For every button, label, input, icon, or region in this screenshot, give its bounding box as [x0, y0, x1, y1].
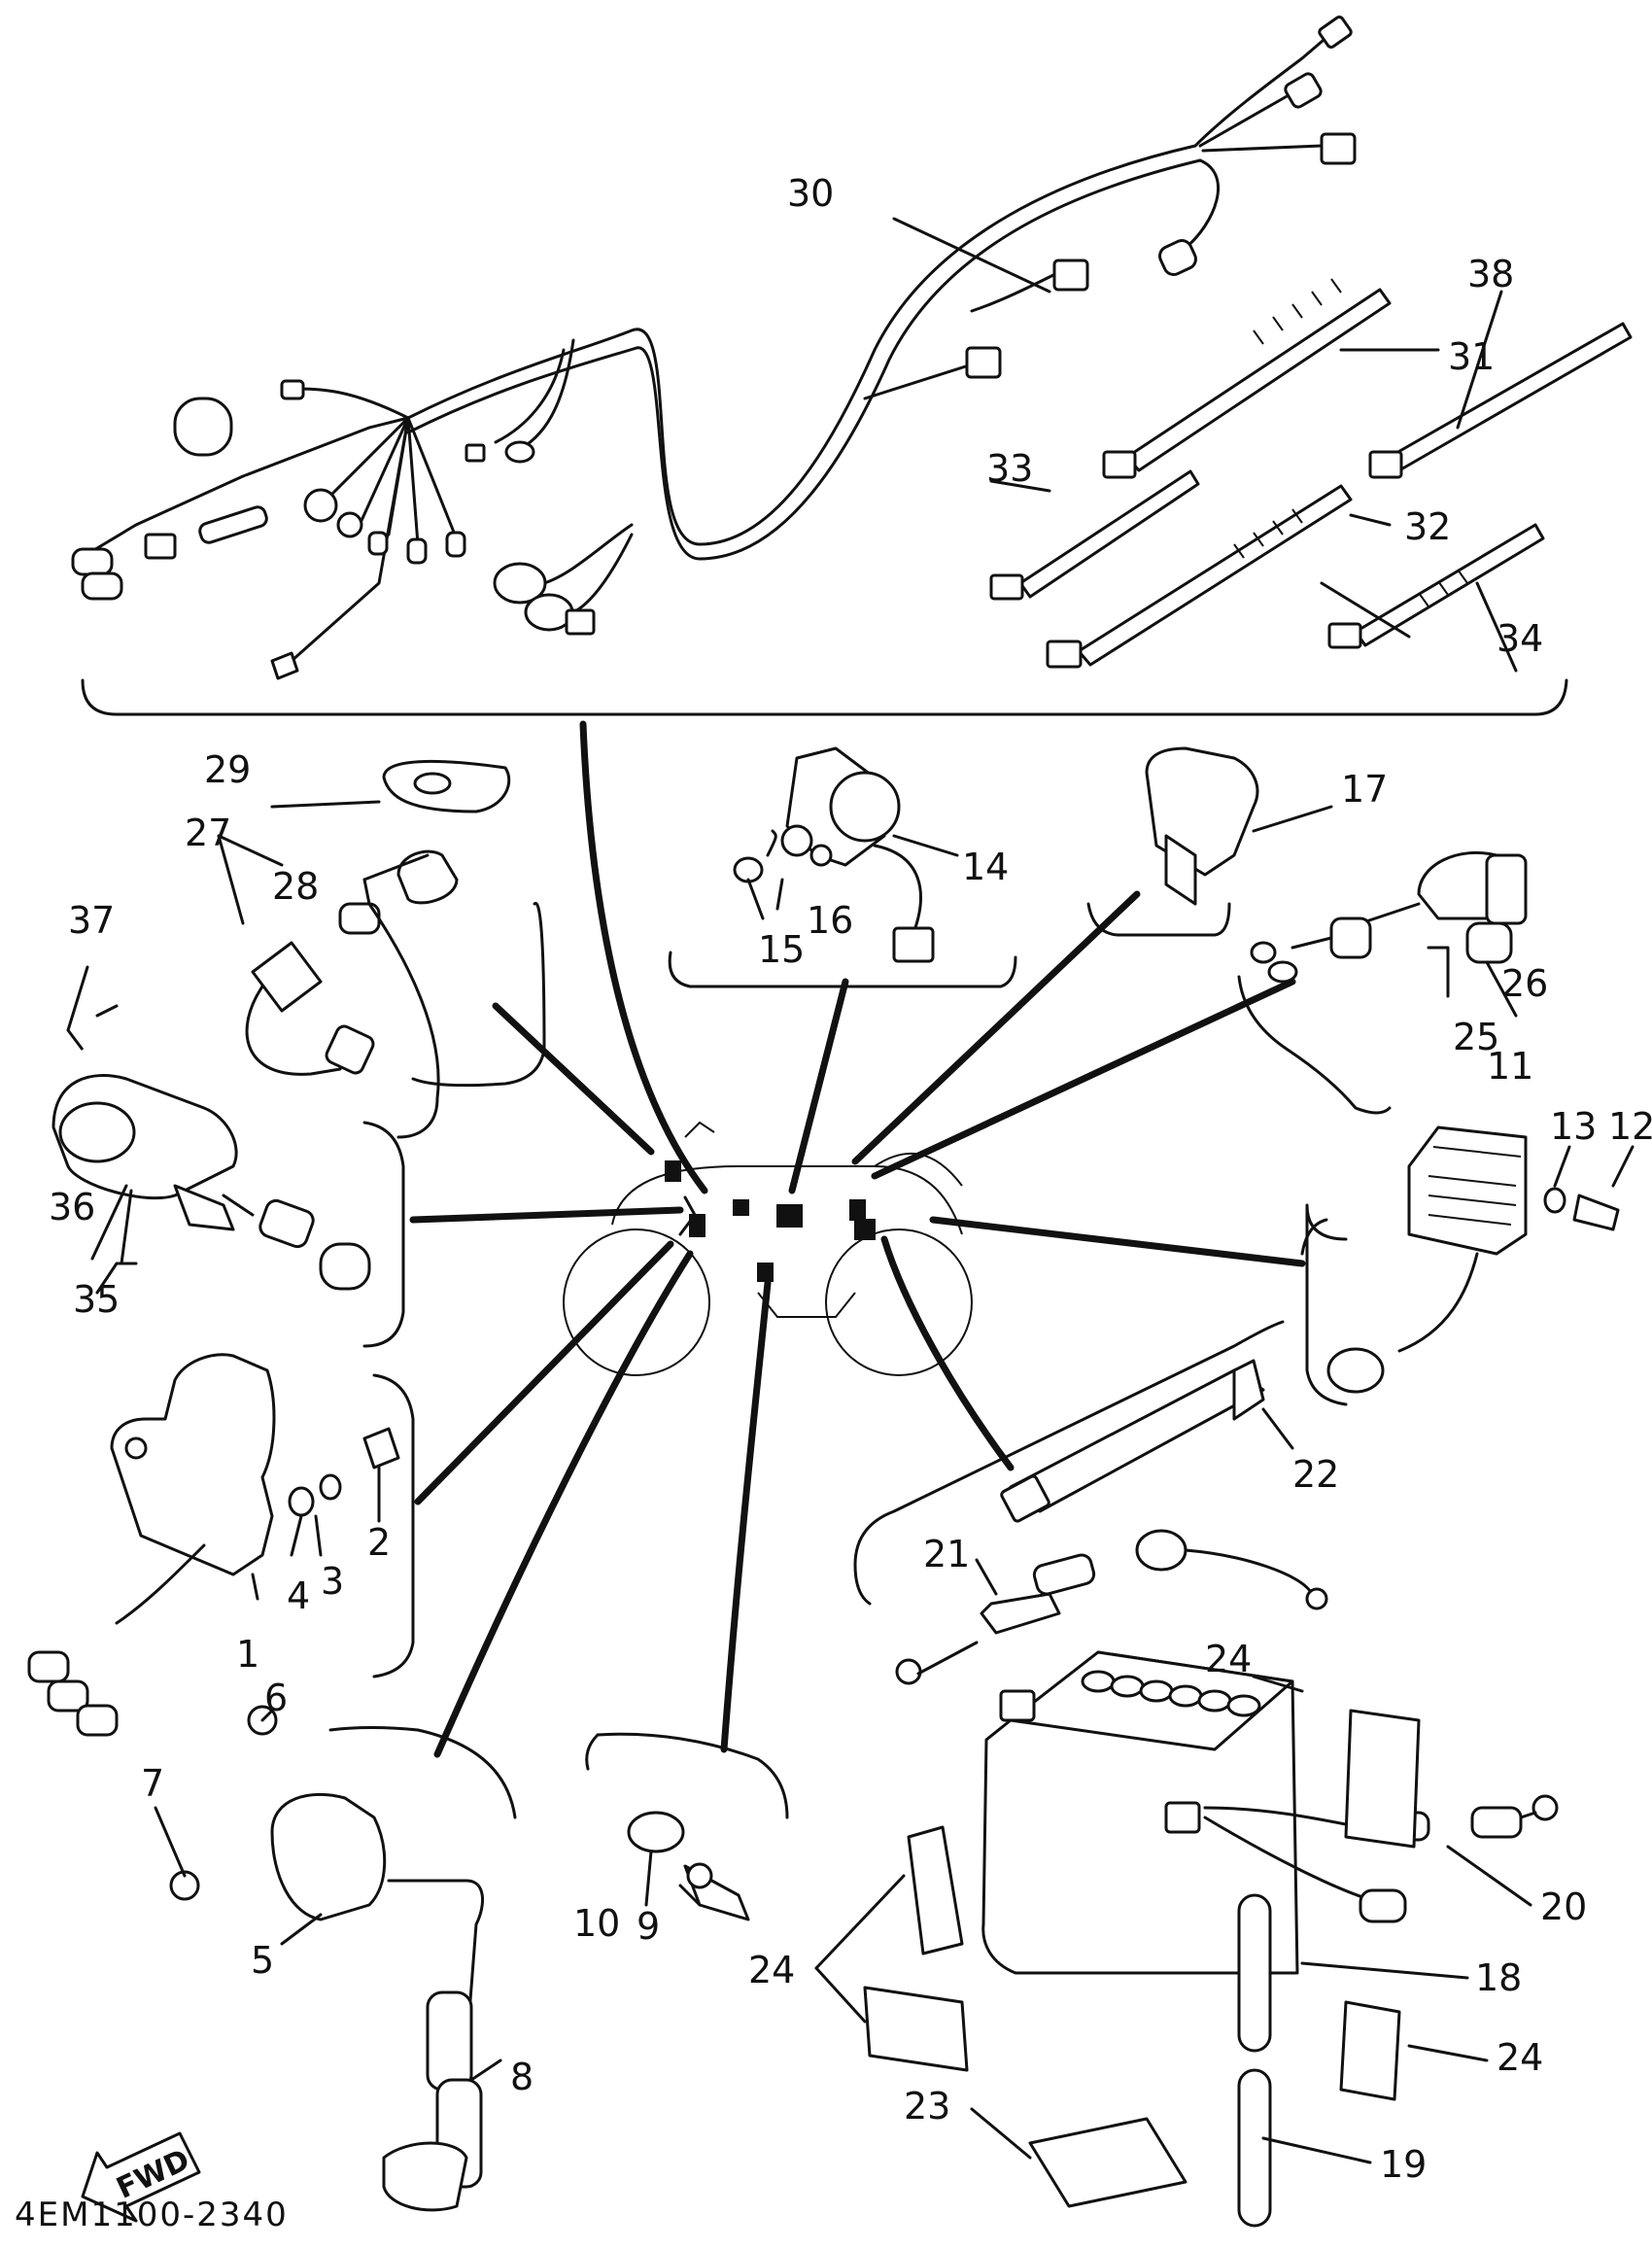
callout-13: 13 [1550, 1105, 1597, 1148]
part-group-14-16 [733, 746, 935, 963]
part-group-17 [1145, 746, 1259, 906]
braces [328, 901, 1392, 1819]
callout-3: 3 [321, 1560, 344, 1603]
part-group-5-8 [169, 1705, 485, 2212]
callout-37: 37 [68, 899, 115, 942]
part-group-35-37 [52, 1004, 371, 1291]
callout-27: 27 [185, 812, 231, 854]
part-group-battery [863, 1359, 1559, 2228]
callout-29: 29 [204, 748, 251, 791]
atv-outline [563, 1121, 973, 1376]
callout-9: 9 [637, 1905, 660, 1948]
part-group-1-4 [27, 1353, 400, 1737]
callout-10: 10 [573, 1902, 620, 1945]
callout-23: 23 [904, 2085, 950, 2128]
callout-20: 20 [1540, 1886, 1587, 1928]
callout-34: 34 [1497, 617, 1543, 660]
callout-26: 26 [1501, 962, 1548, 1005]
callout-21: 21 [923, 1533, 970, 1575]
wire-harness [71, 16, 1357, 680]
callout-19: 19 [1380, 2143, 1427, 2186]
callout-38: 38 [1467, 253, 1514, 295]
callout-30: 30 [787, 172, 834, 215]
callout-33: 33 [986, 447, 1033, 490]
callout-31: 31 [1448, 335, 1495, 378]
callout-6: 6 [264, 1677, 288, 1719]
callout-16: 16 [807, 899, 853, 942]
callout-25: 25 [1453, 1016, 1499, 1058]
callout-24-left: 24 [748, 1949, 795, 1991]
callout-24-right: 24 [1497, 2036, 1543, 2079]
callout-8: 8 [510, 2056, 533, 2098]
callout-24-top: 24 [1205, 1638, 1252, 1680]
callout-35: 35 [73, 1278, 120, 1321]
callout-18: 18 [1475, 1956, 1522, 1999]
callout-28: 28 [272, 865, 319, 908]
callout-12: 12 [1608, 1105, 1652, 1148]
cable-ties [989, 278, 1633, 669]
leader-lines [409, 720, 1306, 1758]
diagram-code: 4EM1100-2340 [15, 2196, 289, 2234]
part-group-25-26 [1250, 850, 1528, 984]
callout-leaders [66, 217, 1635, 2164]
callout-17: 17 [1341, 768, 1388, 811]
callout-32: 32 [1404, 505, 1451, 548]
part-group-27-29 [245, 759, 511, 1139]
callout-15: 15 [758, 928, 805, 971]
callout-1: 1 [236, 1633, 259, 1676]
callout-labels: 1 2 3 4 5 6 7 8 9 10 11 12 13 14 15 16 1… [49, 172, 1652, 2186]
callout-36: 36 [49, 1186, 95, 1228]
callout-11: 11 [1487, 1045, 1533, 1088]
callout-22: 22 [1292, 1453, 1339, 1496]
callout-14: 14 [962, 846, 1009, 888]
callout-4: 4 [287, 1574, 310, 1617]
callout-5: 5 [251, 1939, 274, 1982]
part-group-11-13 [1326, 1125, 1620, 1394]
harness-brace [81, 678, 1568, 716]
callout-2: 2 [367, 1521, 391, 1564]
callout-7: 7 [141, 1762, 164, 1805]
part-group-9-10 [627, 1811, 750, 1921]
